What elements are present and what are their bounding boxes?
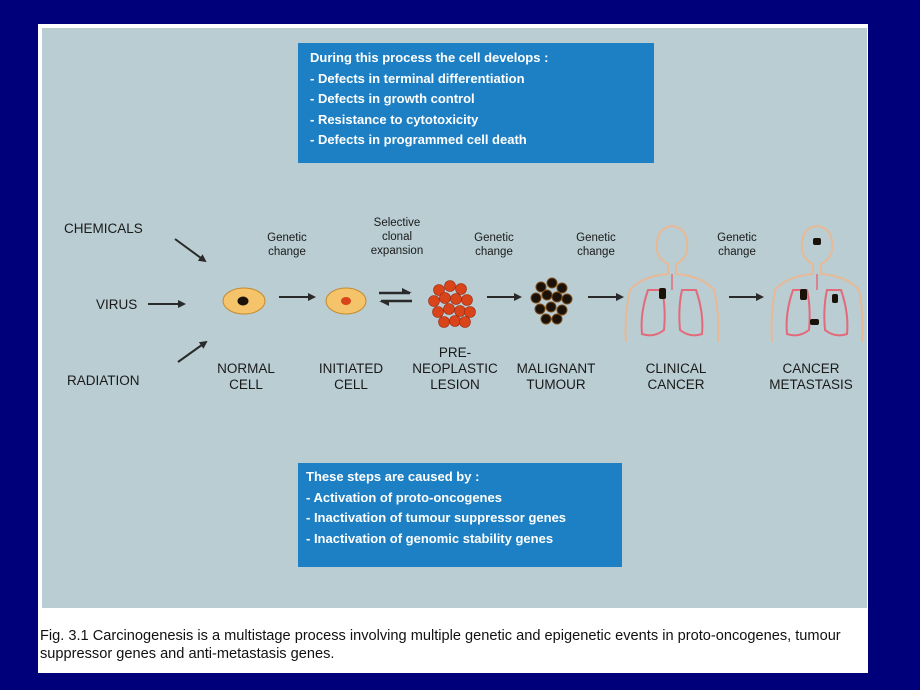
- cell-develops-item: - Defects in growth control: [310, 91, 475, 106]
- transition-label-5: Genetic change: [717, 232, 757, 258]
- steps-caused-by-item: - Inactivation of genomic stability gene…: [306, 530, 554, 546]
- steps-caused-by-item: - Activation of proto-oncogenes: [306, 489, 502, 505]
- transition-label-2: Selective clonal expansion: [370, 217, 424, 257]
- agent-chemicals: CHEMICALS: [64, 221, 143, 236]
- transition-label-1: Genetic change: [267, 232, 307, 258]
- agent-radiation: RADIATION: [67, 373, 140, 388]
- cell-develops-item: - Defects in programmed cell death: [310, 132, 527, 147]
- clinical-cancer-torso-icon: [624, 224, 720, 343]
- figure-panel: During this process the cell develops : …: [38, 24, 868, 673]
- cancer-metastasis-torso-icon: [770, 224, 864, 343]
- steps-caused-by-box: These steps are caused by : - Activation…: [298, 463, 622, 567]
- stage-initiated-cell: INITIATED CELL: [318, 361, 384, 392]
- agent-virus: VIRUS: [96, 297, 138, 312]
- radiation-arrow: [177, 340, 208, 363]
- initiated-cell-icon: [325, 287, 367, 315]
- cell-develops-item: - Resistance to cytotoxicity: [310, 111, 479, 127]
- caption-text: Carcinogenesis is a multistage process i…: [40, 628, 841, 662]
- malignant-tumour-icon: [530, 277, 573, 325]
- cell-develops-item: - Defects in terminal differentiation: [310, 70, 525, 86]
- stage-malignant-tumour: MALIGNANT TUMOUR: [516, 361, 596, 392]
- transition-label-3: Genetic change: [474, 232, 514, 258]
- cell-develops-box: During this process the cell develops : …: [298, 43, 654, 163]
- process-graphic: [148, 224, 864, 363]
- stage-normal-cell: NORMAL CELL: [217, 361, 275, 392]
- figure-label: Fig. 3.1: [40, 628, 89, 644]
- figure-caption: Fig. 3.1 Carcinogenesis is a multistage …: [40, 627, 868, 663]
- stage-preneoplastic-lesion: PRE- NEOPLASTIC LESION: [412, 345, 498, 392]
- preneoplastic-lesion-icon: [428, 280, 476, 328]
- carcinogenesis-diagram: During this process the cell develops : …: [42, 28, 867, 608]
- chemicals-arrow: [174, 238, 207, 263]
- stage-cancer-metastasis: CANCER METASTASIS: [769, 361, 853, 392]
- steps-caused-by-item: - Inactivation of tumour suppressor gene…: [306, 510, 567, 525]
- transition-label-4: Genetic change: [576, 232, 616, 258]
- stage-clinical-cancer: CLINICAL CANCER: [645, 361, 707, 392]
- steps-caused-by-heading: These steps are caused by :: [306, 469, 480, 484]
- cell-develops-heading: During this process the cell develops :: [310, 50, 549, 65]
- equilibrium-arrow: [379, 288, 412, 306]
- normal-cell-icon: [222, 287, 266, 315]
